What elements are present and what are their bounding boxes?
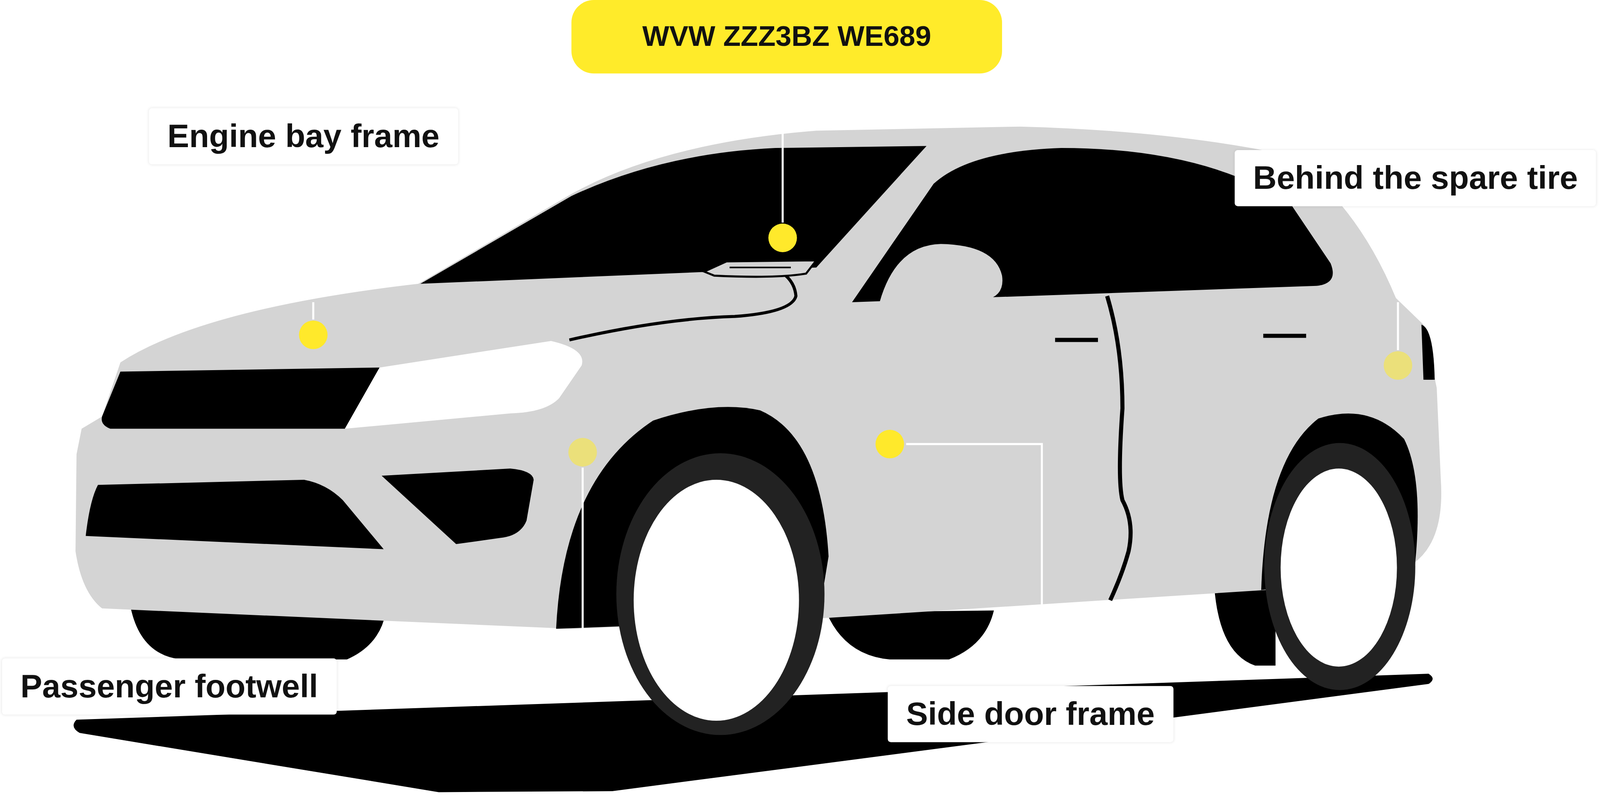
location-dot xyxy=(568,437,598,467)
leader-line xyxy=(781,132,784,223)
leader-line xyxy=(312,302,315,320)
rear-underbody xyxy=(1214,586,1276,666)
label-text: Side door frame xyxy=(906,695,1155,733)
leader-line xyxy=(906,443,1043,680)
front-tire xyxy=(616,452,825,735)
location-label: Passenger footwell xyxy=(2,658,337,715)
fog-intake xyxy=(381,468,534,544)
front-rim xyxy=(633,479,800,721)
location-label: Side door frame xyxy=(887,685,1174,743)
door-handle xyxy=(1263,333,1307,338)
rear-rim xyxy=(1280,468,1397,667)
dashboard-plate xyxy=(704,260,817,277)
headlight xyxy=(345,340,583,429)
label-text: Passenger footwell xyxy=(20,667,318,706)
leader-line xyxy=(1397,302,1400,350)
location-dot xyxy=(299,320,328,350)
location-label: Behind the spare tire xyxy=(1234,150,1597,207)
plate-line xyxy=(729,266,791,269)
grille xyxy=(101,367,380,429)
tail-light xyxy=(1421,324,1435,380)
door-handle xyxy=(1055,337,1098,343)
vin-text: WVW ZZZ3BZ WE689 xyxy=(595,20,978,53)
vin-badge: WVW ZZZ3BZ WE689 xyxy=(571,0,1002,74)
location-dot xyxy=(1383,350,1413,380)
mid-underbody xyxy=(826,610,995,660)
location-dot xyxy=(875,429,905,459)
door-line xyxy=(1107,295,1131,600)
label-text: Engine bay frame xyxy=(167,117,440,156)
label-text: Behind the spare tire xyxy=(1252,159,1578,198)
location-label: Engine bay frame xyxy=(149,108,458,165)
lower-grille xyxy=(85,479,384,550)
mirror xyxy=(879,243,1003,303)
rear-tire xyxy=(1264,442,1415,690)
leader-line xyxy=(375,467,583,688)
windshield xyxy=(420,145,927,284)
location-dot xyxy=(768,223,798,253)
hood-line xyxy=(569,275,797,340)
